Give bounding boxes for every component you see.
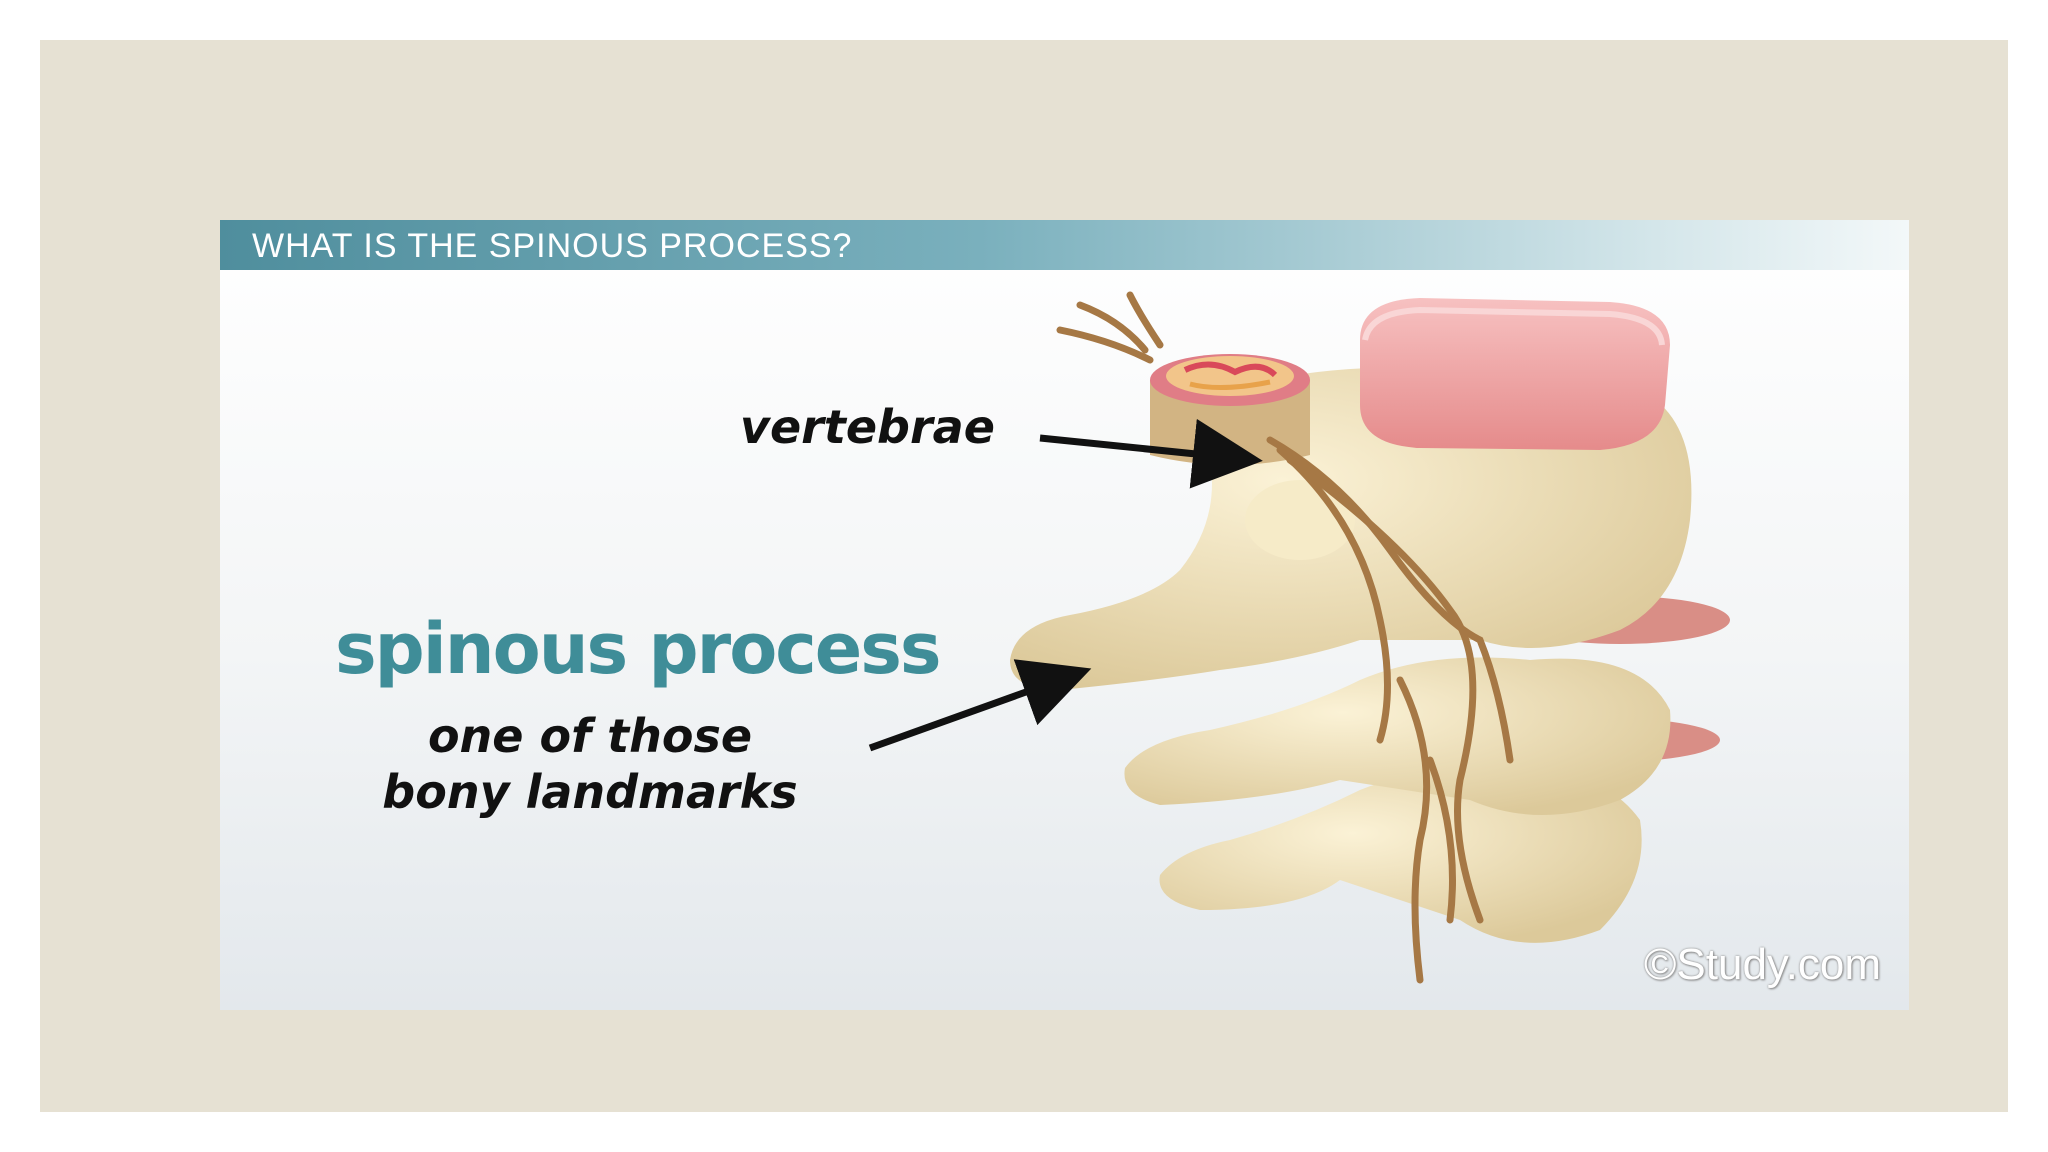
spinous-process-label: spinous process	[335, 608, 942, 690]
title-bar: WHAT IS THE SPINOUS PROCESS?	[220, 220, 1909, 270]
nerves	[1056, 291, 1514, 984]
vertebra-lower	[1159, 774, 1642, 943]
description-label: one of those bony landmarks	[370, 708, 810, 820]
slide-title: WHAT IS THE SPINOUS PROCESS?	[252, 227, 853, 265]
description-line-2: bony landmarks	[382, 765, 798, 819]
study-watermark: ©Study.com	[1643, 940, 1881, 989]
description-line-1: one of those	[427, 709, 753, 763]
vertebrae-label: vertebrae	[740, 400, 995, 454]
vertebra-middle	[1124, 657, 1671, 815]
arrow-icon	[1039, 418, 1263, 489]
slide: WHAT IS THE SPINOUS PROCESS?	[220, 220, 1909, 1010]
arrow-icon	[868, 659, 1092, 752]
disc-top	[1360, 298, 1670, 450]
spine-illustration	[868, 291, 1730, 984]
outer-frame: WHAT IS THE SPINOUS PROCESS?	[40, 40, 2008, 1112]
